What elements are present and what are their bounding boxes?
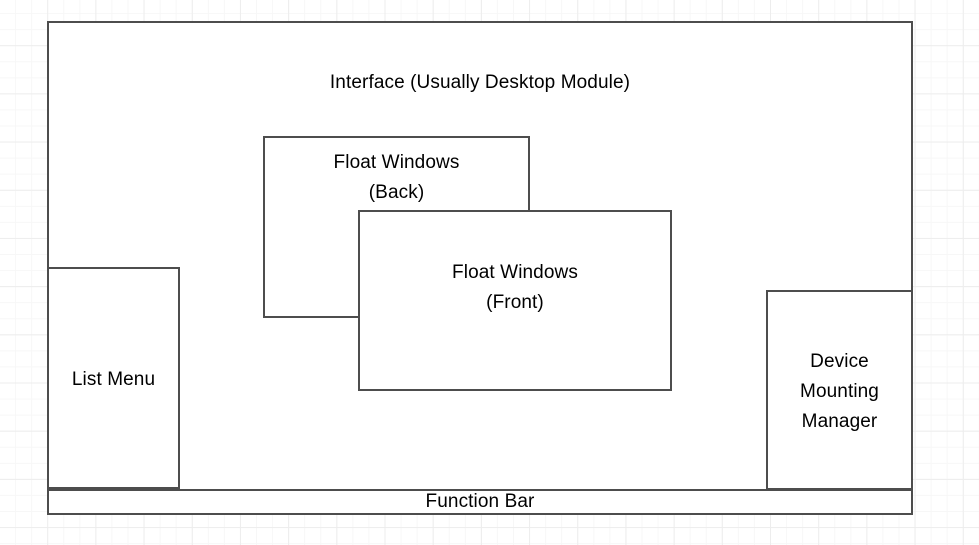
interface-title: Interface (Usually Desktop Module) bbox=[329, 72, 631, 93]
device-mounting-manager-panel[interactable]: Device Mounting Manager bbox=[766, 290, 913, 490]
float-window-front[interactable]: Float Windows (Front) bbox=[358, 210, 672, 391]
list-menu-panel[interactable]: List Menu bbox=[47, 267, 180, 489]
function-bar[interactable]: Function Bar bbox=[47, 489, 913, 515]
float-window-back-label: Float Windows (Back) bbox=[333, 152, 460, 203]
list-menu-label: List Menu bbox=[71, 369, 156, 390]
float-window-front-label: Float Windows (Front) bbox=[452, 262, 578, 313]
function-bar-label: Function Bar bbox=[425, 491, 535, 512]
device-mounting-manager-label: Device Mounting Manager bbox=[800, 351, 879, 432]
